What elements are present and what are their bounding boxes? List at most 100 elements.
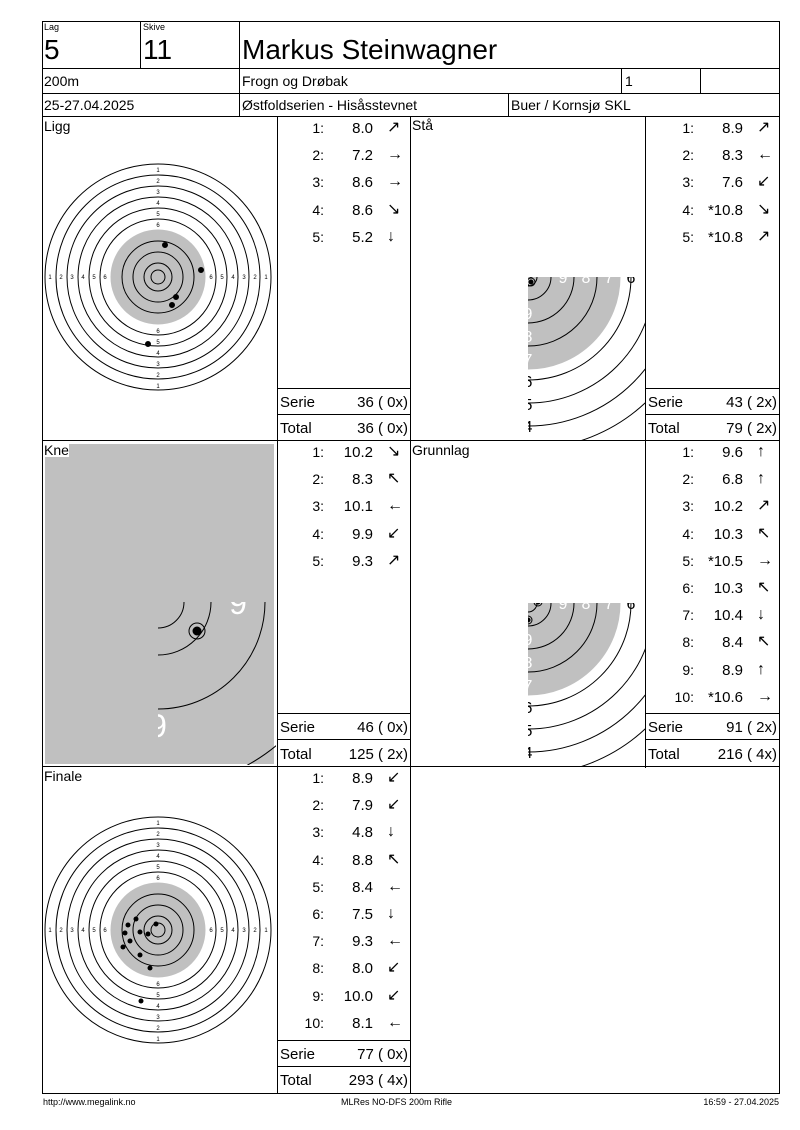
shot-number: 1: <box>312 120 324 136</box>
svg-text:9: 9 <box>149 708 167 744</box>
shot-direction-icon: ↙ <box>387 986 401 1004</box>
shot-number: 5: <box>682 228 694 245</box>
shot-number: 7: <box>312 933 324 950</box>
svg-text:3: 3 <box>156 362 160 368</box>
svg-text:9: 9 <box>559 596 568 613</box>
shot-direction-icon: ↖ <box>757 524 771 542</box>
svg-text:1: 1 <box>48 275 52 281</box>
shot-direction-icon: ↗ <box>387 551 401 569</box>
shot-score: 8.1 <box>352 1014 373 1032</box>
svg-text:6: 6 <box>156 223 160 229</box>
svg-text:4: 4 <box>524 419 533 436</box>
svg-text:5: 5 <box>220 275 224 281</box>
serie-value: 43 ( 2x) <box>726 394 777 411</box>
shot-score: 4.8 <box>352 824 373 842</box>
shot-list-sta: 1:8.9↗2:8.3←3:7.6↙4:*10.8↘5:*10.8↗ <box>645 117 780 387</box>
svg-text:4: 4 <box>81 928 85 934</box>
shot-direction-icon: ↗ <box>757 497 771 515</box>
shot-direction-icon: ↙ <box>387 769 401 786</box>
svg-text:3: 3 <box>242 275 246 281</box>
svg-text:6: 6 <box>103 275 107 281</box>
shot-score: 8.0 <box>352 120 373 137</box>
svg-text:9: 9 <box>489 270 498 287</box>
shot-number: 9: <box>682 661 694 678</box>
shot-number: 4: <box>682 201 694 218</box>
serie-label: Serie <box>280 719 316 736</box>
shot-score: 7.6 <box>722 174 743 192</box>
shot-number: 6: <box>682 580 694 596</box>
shot-score: 10.3 <box>713 580 743 597</box>
shot-score: 10.2 <box>343 444 373 461</box>
svg-text:4: 4 <box>156 1004 160 1010</box>
shot-list-grunnlag: 1:9.6↑2:6.8↑3:10.2↗4:10.3↖5:*10.5→6:10.3… <box>645 441 780 711</box>
shooter-name: Markus Steinwagner <box>242 34 498 65</box>
shot-number: 5: <box>312 228 324 245</box>
shot-direction-icon: ← <box>387 877 403 895</box>
shot-direction-icon: → <box>387 173 403 191</box>
shot-direction-icon: ↘ <box>387 443 401 460</box>
svg-text:3: 3 <box>70 928 74 934</box>
club: Frogn og Drøbak <box>242 73 348 89</box>
shot-number: 2: <box>312 471 324 488</box>
shot-number: 2: <box>682 471 694 488</box>
serie-value: 91 ( 2x) <box>726 719 777 736</box>
shot-score: 10.3 <box>713 525 743 543</box>
svg-text:4: 4 <box>524 453 533 470</box>
shot-number: 4: <box>312 201 324 218</box>
shot-number: 2: <box>312 797 324 814</box>
svg-text:8: 8 <box>466 596 475 613</box>
total-label: Total <box>280 746 312 763</box>
shot-direction-icon: ← <box>387 932 403 950</box>
serie-label: Serie <box>648 394 684 411</box>
shot-score: 8.4 <box>352 878 373 896</box>
shot-score: *10.8 <box>707 201 743 219</box>
total-value: 36 ( 0x) <box>357 420 408 437</box>
shot-direction-icon: ↘ <box>387 200 401 218</box>
svg-text:8: 8 <box>582 270 591 287</box>
shot-direction-icon: ↑ <box>757 443 765 460</box>
svg-text:8: 8 <box>524 329 533 346</box>
svg-text:3: 3 <box>156 190 160 196</box>
shot-score: 8.3 <box>352 471 373 489</box>
shot-score: *10.5 <box>707 552 743 570</box>
total-label: Total <box>280 420 312 437</box>
shot-score: 7.5 <box>352 906 373 923</box>
serie-label: Serie <box>280 394 316 411</box>
footer-timestamp: 16:59 - 27.04.2025 <box>703 1097 779 1107</box>
svg-text:7: 7 <box>524 352 533 369</box>
shot-direction-icon: ↙ <box>387 524 401 542</box>
shot-direction-icon: ↗ <box>387 119 401 136</box>
svg-text:6: 6 <box>524 173 533 190</box>
svg-text:3: 3 <box>156 843 160 849</box>
shot-score: 8.4 <box>722 634 743 652</box>
shot-score: 8.0 <box>352 960 373 978</box>
shot-direction-icon: ↓ <box>387 227 395 245</box>
shot-number: 1: <box>682 120 694 136</box>
svg-text:2: 2 <box>59 275 63 281</box>
svg-text:8: 8 <box>524 544 533 561</box>
svg-text:6: 6 <box>421 270 430 287</box>
stage-title-sta: Stå <box>412 117 434 133</box>
svg-text:3: 3 <box>70 275 74 281</box>
shot-direction-icon: ↙ <box>757 173 771 191</box>
shot-score: 10.2 <box>713 498 743 516</box>
shot-number: 3: <box>312 174 324 191</box>
svg-text:6: 6 <box>524 499 533 516</box>
total-value: 125 ( 2x) <box>348 746 408 763</box>
svg-text:5: 5 <box>156 993 160 999</box>
svg-text:6: 6 <box>627 270 636 287</box>
event: Østfoldserien - Hisåsstevnet <box>242 97 418 113</box>
svg-text:2: 2 <box>253 928 257 934</box>
footer-link[interactable]: http://www.megalink.no <box>43 1097 136 1107</box>
svg-text:3: 3 <box>156 1015 160 1021</box>
shot-number: 4: <box>312 851 324 868</box>
svg-text:2: 2 <box>253 275 257 281</box>
svg-text:1: 1 <box>156 821 160 827</box>
shot-direction-icon: ↖ <box>387 850 401 868</box>
shot-number: 8: <box>682 634 694 651</box>
date: 25-27.04.2025 <box>44 97 135 113</box>
svg-text:8: 8 <box>524 655 533 672</box>
shot-score: 6.8 <box>722 471 743 489</box>
stage-title-kne: Kne <box>44 442 69 458</box>
